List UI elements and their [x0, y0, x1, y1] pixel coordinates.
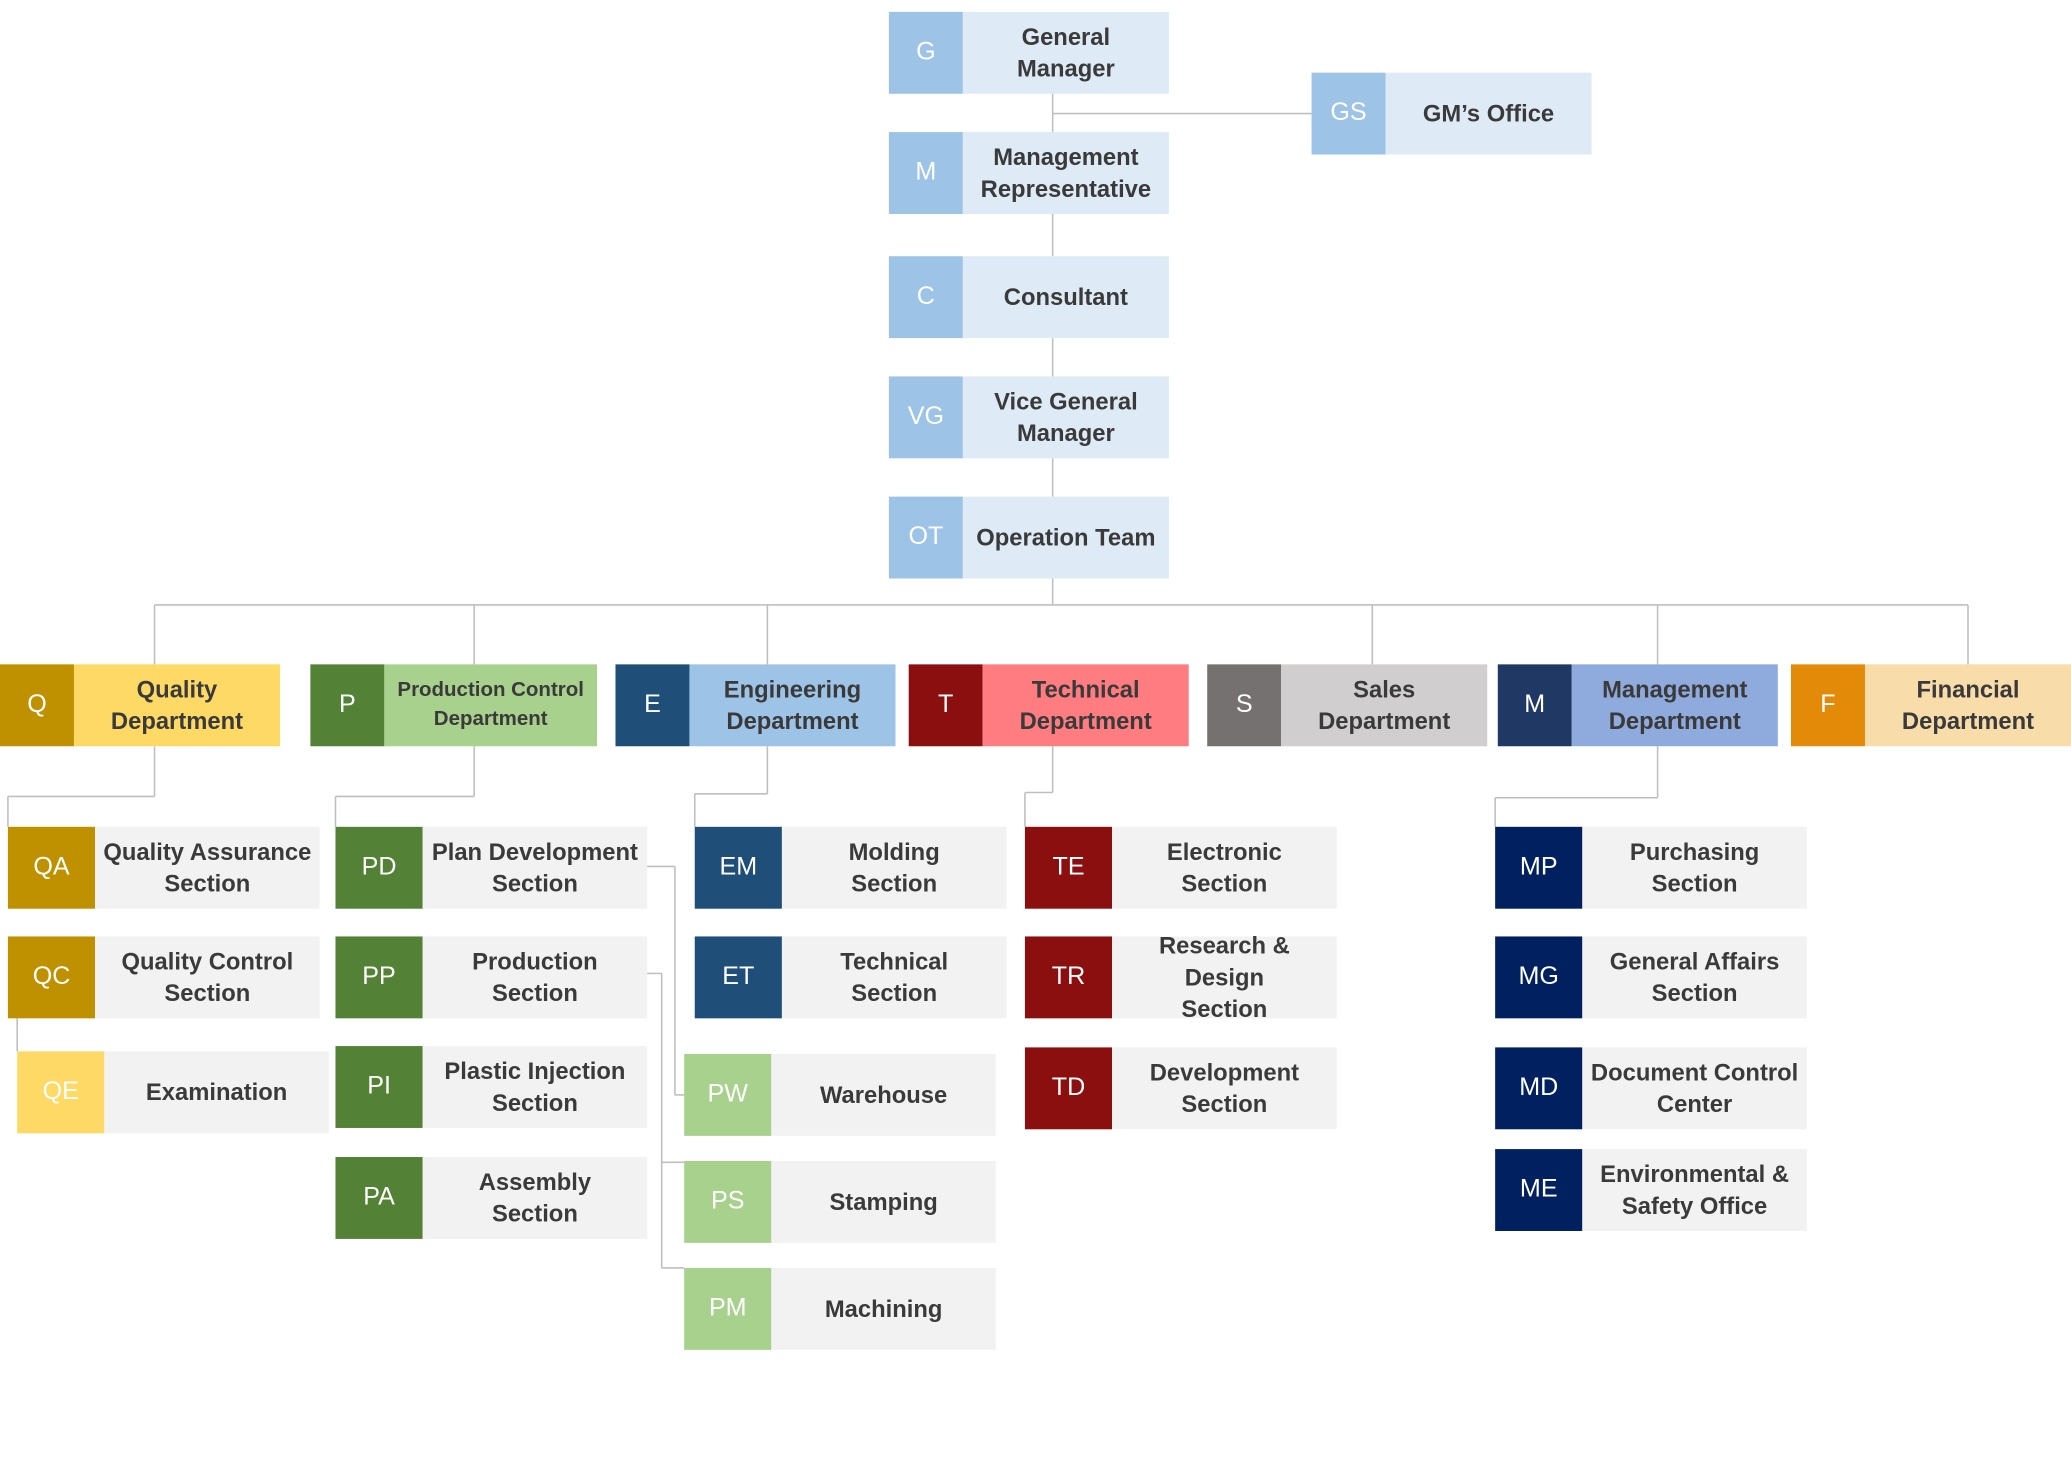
org-label-qc: Quality Control Section: [95, 936, 320, 1019]
org-label-mg: General Affairs Section: [1582, 936, 1807, 1019]
org-code-s: S: [1207, 664, 1282, 747]
org-code-t: T: [908, 664, 983, 747]
org-label-gm: General Manager: [962, 11, 1169, 94]
org-label-p: Production Control Department: [384, 664, 598, 747]
org-label-vgm: Vice General Manager: [962, 376, 1169, 459]
org-code-qa: QA: [7, 826, 96, 909]
org-label-te: Electronic Section: [1112, 826, 1337, 909]
org-label-pw: Warehouse: [771, 1053, 996, 1136]
org-code-qe: QE: [17, 1051, 105, 1134]
org-label-m: Management Department: [1571, 664, 1778, 747]
org-label-md: Document Control Center: [1582, 1047, 1807, 1130]
org-label-mp: Purchasing Section: [1582, 826, 1807, 909]
org-label-gso: GM’s Office: [1385, 72, 1592, 155]
org-label-pa: Assembly Section: [422, 1157, 648, 1239]
org-code-td: TD: [1024, 1047, 1113, 1130]
org-code-tr: TR: [1024, 936, 1113, 1019]
org-code-con: C: [888, 256, 963, 339]
org-code-pd: PD: [335, 826, 423, 909]
org-label-mr: Management Representative: [962, 132, 1169, 214]
org-code-md: MD: [1495, 1047, 1583, 1130]
org-label-q: Quality Department: [73, 664, 281, 747]
org-label-ot: Operation Team: [962, 496, 1169, 579]
org-code-pa: PA: [335, 1157, 423, 1239]
org-code-ps: PS: [684, 1160, 772, 1243]
org-label-pm: Machining: [771, 1267, 996, 1350]
org-code-m: M: [1497, 664, 1572, 747]
org-code-mr: M: [888, 132, 963, 214]
org-code-e: E: [615, 664, 690, 747]
org-code-pm: PM: [684, 1267, 772, 1350]
org-code-pw: PW: [684, 1053, 772, 1136]
org-code-pi: PI: [335, 1046, 423, 1128]
org-code-qc: QC: [7, 936, 96, 1019]
org-label-pd: Plan Development Section: [422, 826, 648, 909]
org-code-mp: MP: [1495, 826, 1583, 909]
org-code-em: EM: [694, 826, 782, 909]
org-code-p: P: [310, 664, 385, 747]
org-code-mg: MG: [1495, 936, 1583, 1019]
org-label-f: Financial Department: [1864, 664, 2071, 747]
org-code-gm: G: [888, 11, 963, 94]
org-label-td: Development Section: [1112, 1047, 1337, 1130]
org-code-te: TE: [1024, 826, 1113, 909]
org-code-q: Q: [0, 664, 74, 747]
org-code-me: ME: [1495, 1149, 1583, 1231]
org-label-t: Technical Department: [982, 664, 1189, 747]
org-code-pp: PP: [335, 936, 423, 1019]
org-label-e: Engineering Department: [689, 664, 896, 747]
org-label-s: Sales Department: [1281, 664, 1488, 747]
org-label-qa: Quality Assurance Section: [95, 826, 320, 909]
org-label-me: Environmental & Safety Office: [1582, 1149, 1807, 1231]
org-label-pp: Production Section: [422, 936, 648, 1019]
org-label-et: Technical Section: [781, 936, 1007, 1019]
org-code-et: ET: [694, 936, 782, 1019]
org-code-gso: GS: [1311, 72, 1386, 155]
org-label-con: Consultant: [962, 256, 1169, 339]
org-label-ps: Stamping: [771, 1160, 996, 1243]
org-code-f: F: [1791, 664, 1865, 747]
org-code-ot: OT: [888, 496, 963, 579]
org-code-vgm: VG: [888, 376, 963, 459]
org-label-em: Molding Section: [781, 826, 1007, 909]
org-label-qe: Examination: [104, 1051, 329, 1134]
org-label-pi: Plastic Injection Section: [422, 1046, 648, 1128]
org-label-tr: Research & Design Section: [1112, 932, 1337, 1022]
